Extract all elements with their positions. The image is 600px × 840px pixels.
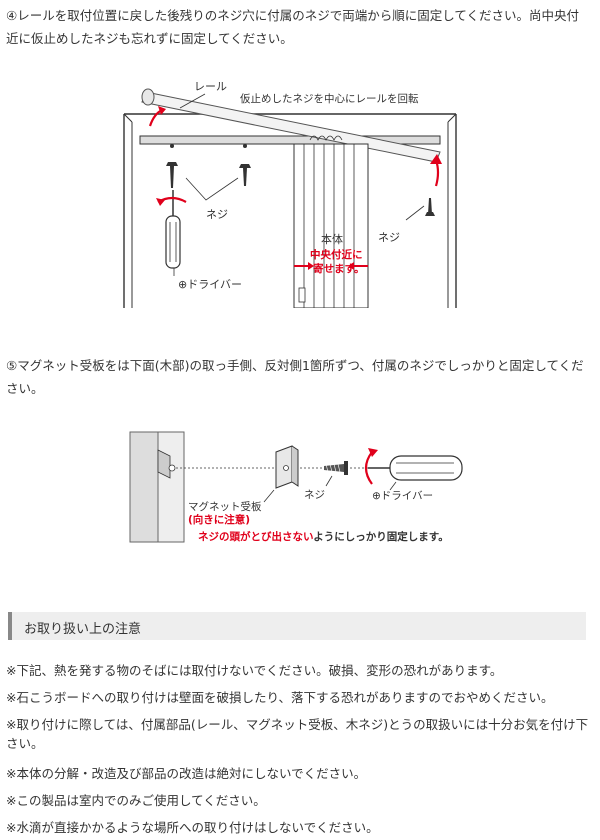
orientation-note: (向きに注意) <box>188 513 250 526</box>
center-label-line1: 中央付近に <box>310 248 363 261</box>
driver-label-step5: ⊕ドライバー <box>372 490 433 502</box>
precautions-header: お取り扱い上の注意 <box>8 612 586 640</box>
rail-label: レール <box>194 80 227 93</box>
screw-center-icon <box>239 164 251 186</box>
screw-label: ネジ <box>304 489 325 501</box>
screwdriver-icon <box>368 455 463 481</box>
note-heat: ※下記、熱を発する物のそばには取付けないでください。破損、変形の恐れがあります。 <box>6 663 503 678</box>
screw-left-label: ネジ <box>206 208 228 221</box>
precautions-title: お取り扱い上の注意 <box>24 622 142 637</box>
screw-icon <box>324 461 348 475</box>
mounting-hole <box>157 449 176 479</box>
turn-arrow-icon <box>364 451 373 485</box>
magnet-plate-icon <box>275 445 299 489</box>
screw-right-icon <box>425 198 435 216</box>
note-gypsum-board: ※石こうボードへの取り付けは壁面を破損したり、落下する恐れがありますのでおやめく… <box>6 690 554 705</box>
magnet-plate-diagram: ネジ ⊕ドライバー マグネット受板 (向きに注意) ネジの頭がとび出さないように… <box>129 431 463 543</box>
magnet-plate-label: マグネット受板 <box>188 500 262 513</box>
caution-text-black: ようにしっかり固定します。 <box>313 530 448 543</box>
step5-instruction: ⑤マグネット受板をは下面(木部)の取っ手側、反対側1箇所ずつ、付属のネジでしっか… <box>6 358 584 396</box>
note-water-drops: ※水滴が直接かかるような場所への取り付けはしないでください。 <box>6 820 379 835</box>
note-parts-handling: ※取り付けに際しては、付属部品(レール、マグネット受板、木ネジ)とうの取扱いには… <box>6 717 589 751</box>
screw-left-icon <box>166 162 178 188</box>
screwdriver-left-icon <box>165 190 181 269</box>
rail-installed <box>139 135 441 145</box>
note-no-modification: ※本体の分解・改造及び部品の改造は絶対にしないでください。 <box>6 766 367 781</box>
screw-right-label: ネジ <box>378 231 400 244</box>
driver-label-step4: ⊕ドライバー <box>178 278 242 291</box>
caution-text-red: ネジの頭がとび出さない <box>198 530 313 543</box>
step4-instruction: ④レールを取付位置に戻した後残りのネジ穴に付属のネジで両端から順に固定してくださ… <box>6 8 579 46</box>
body-label: 本体 <box>321 232 343 246</box>
curtain-body <box>293 135 369 308</box>
center-label-line2: 寄せます。 <box>313 262 364 275</box>
rail-installation-diagram: ネジ ⊕ドライバー 本体 中央付近に 寄せます。 ネジ レール 仮止めしたネジを… <box>123 80 457 308</box>
rotate-instruction-label: 仮止めしたネジを中心にレールを回転 <box>240 92 419 105</box>
caution-text: ネジの頭がとび出さないようにしっかり固定します。 <box>198 530 449 543</box>
note-indoor-only: ※この製品は室内でのみご使用してください。 <box>6 793 266 808</box>
